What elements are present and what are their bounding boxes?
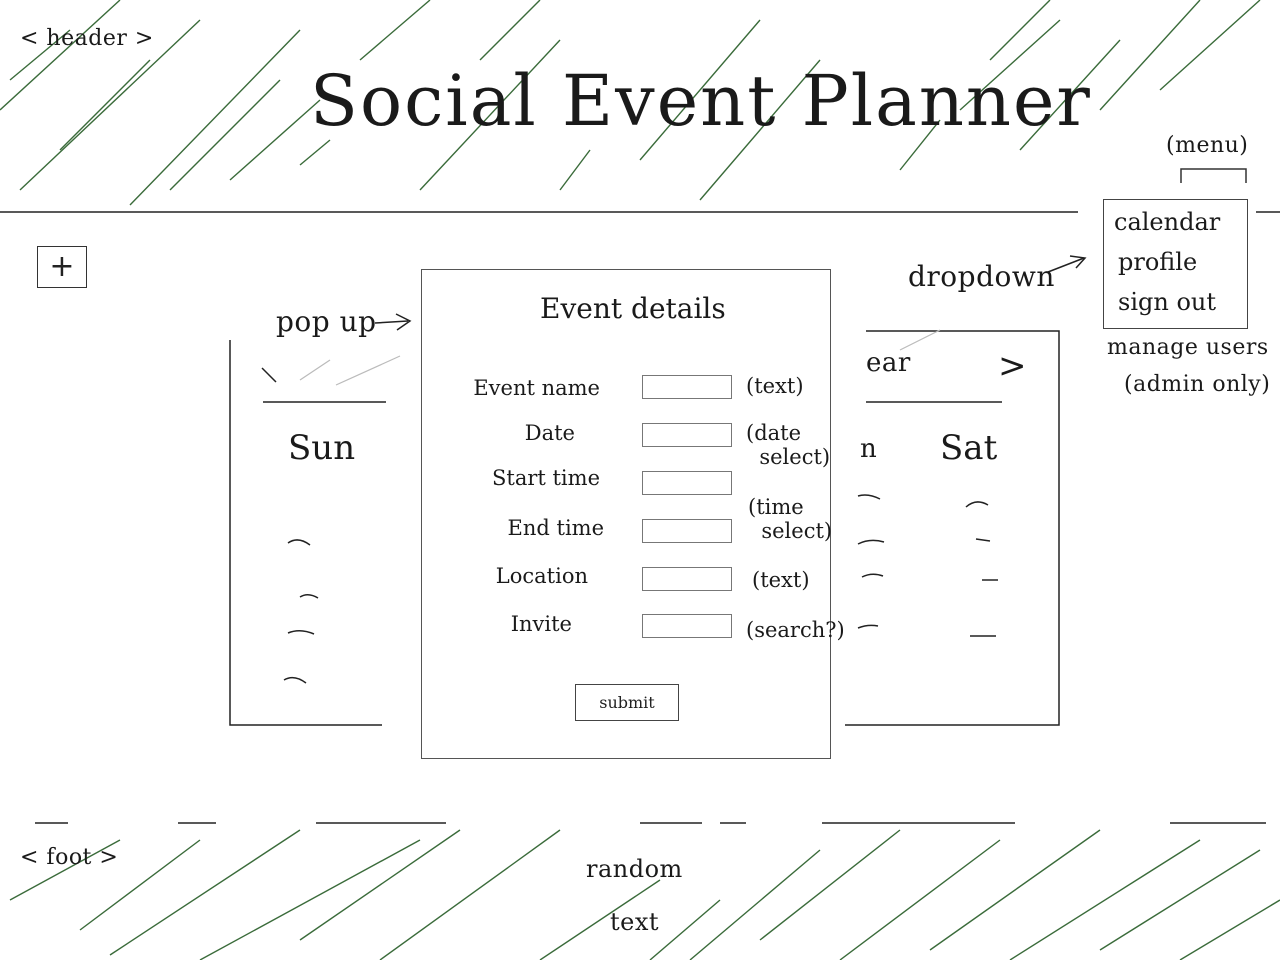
event-name-input[interactable] — [642, 375, 732, 399]
start-time-input[interactable] — [642, 471, 732, 495]
calendar-frame-left — [229, 340, 386, 726]
end-time-input[interactable] — [642, 519, 732, 543]
arrows — [374, 255, 1087, 331]
admin-only-note: (admin only) — [1124, 372, 1271, 397]
add-event-button[interactable]: + — [37, 246, 87, 288]
calendar-frame-right — [845, 330, 1060, 726]
next-month-arrow[interactable]: > — [998, 346, 1027, 386]
day-header-sat: Sat — [940, 428, 998, 468]
menu-annotation: (menu) — [1166, 133, 1249, 158]
menu-bracket — [1180, 168, 1247, 183]
location-hint: (text) — [752, 568, 810, 592]
dropdown-note: dropdown — [908, 260, 1055, 293]
popup-note: pop up — [276, 305, 377, 338]
date-label: Date — [524, 421, 575, 445]
menu-item-calendar[interactable]: calendar — [1114, 208, 1221, 236]
footer-text-line2: text — [610, 908, 660, 936]
date-input[interactable] — [642, 423, 732, 447]
submit-button[interactable]: submit — [575, 684, 679, 721]
location-input[interactable] — [642, 567, 732, 591]
footer-text-line1: random — [586, 855, 683, 883]
menu-dropdown: calendar profile sign out — [1103, 199, 1248, 329]
day-header-sun: Sun — [288, 428, 356, 468]
invite-hint: (search?) — [746, 618, 845, 642]
event-name-label: Event name — [473, 376, 600, 400]
start-time-label: Start time — [492, 466, 600, 490]
day-header-partial: n — [860, 434, 878, 464]
footer-annotation: < foot > — [20, 845, 119, 870]
popup-title: Event details — [540, 292, 726, 325]
event-name-hint: (text) — [746, 374, 804, 398]
menu-item-sign-out[interactable]: sign out — [1118, 288, 1216, 316]
header-scribbles — [0, 0, 1261, 206]
time-hint: (time select) — [748, 495, 833, 543]
header-annotation: < header > — [20, 26, 154, 51]
menu-item-profile[interactable]: profile — [1118, 248, 1198, 276]
faint-marks — [299, 329, 941, 386]
footer-scribbles — [9, 829, 1280, 960]
invite-input[interactable] — [642, 614, 732, 638]
invite-label: Invite — [510, 612, 572, 636]
calendar-month-label: ear — [866, 348, 911, 378]
menu-item-manage-users[interactable]: manage users — [1107, 335, 1269, 360]
page-title: Social Event Planner — [310, 60, 1092, 142]
date-hint: (date select) — [746, 421, 831, 469]
location-label: Location — [495, 564, 588, 588]
event-details-popup: Event details Event name (text) Date (da… — [421, 269, 845, 759]
end-time-label: End time — [507, 516, 604, 540]
